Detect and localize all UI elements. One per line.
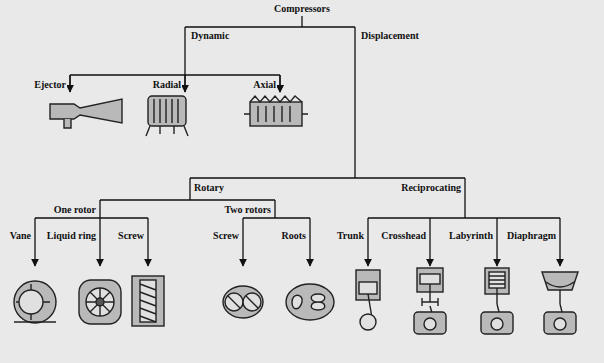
vane-icon — [14, 281, 56, 323]
branch-label: Screw — [212, 230, 240, 241]
branch-label: Diaphragm — [506, 230, 557, 241]
labyrinth-icon — [481, 268, 513, 334]
ejector-icon — [50, 99, 122, 128]
compressor-icons — [14, 96, 578, 334]
branch-label: Dynamic — [190, 30, 230, 41]
axial-icon — [244, 96, 308, 126]
branch-label: Roots — [281, 230, 307, 241]
branch-label: Ejector — [33, 79, 67, 90]
branch-label: Radial — [152, 79, 182, 90]
liquid-ring-icon — [79, 280, 121, 324]
screw-icon — [132, 276, 164, 326]
branch-label: One rotor — [53, 204, 97, 215]
branch-label: Vane — [9, 230, 32, 241]
branch-label: Liquid ring — [46, 230, 97, 241]
tree-lines — [35, 16, 560, 266]
radial-icon — [146, 96, 188, 136]
branch-label: Labyrinth — [448, 230, 494, 241]
branch-label: Screw — [117, 230, 145, 241]
branch-label: Rotary — [193, 182, 225, 193]
branch-label: Two rotors — [223, 204, 272, 215]
diaphragm-icon — [542, 272, 578, 334]
branch-label: Axial — [252, 79, 277, 90]
root-label: Compressors — [273, 3, 331, 14]
crosshead-icon — [414, 268, 446, 334]
branch-label: Reciprocating — [400, 182, 462, 193]
roots-icon — [286, 284, 334, 320]
branch-label: Trunk — [336, 230, 365, 241]
branch-label: Displacement — [360, 30, 420, 41]
branch-label: Crosshead — [380, 230, 427, 241]
twin-screw-icon — [223, 286, 263, 318]
trunk-piston-icon — [356, 270, 380, 330]
